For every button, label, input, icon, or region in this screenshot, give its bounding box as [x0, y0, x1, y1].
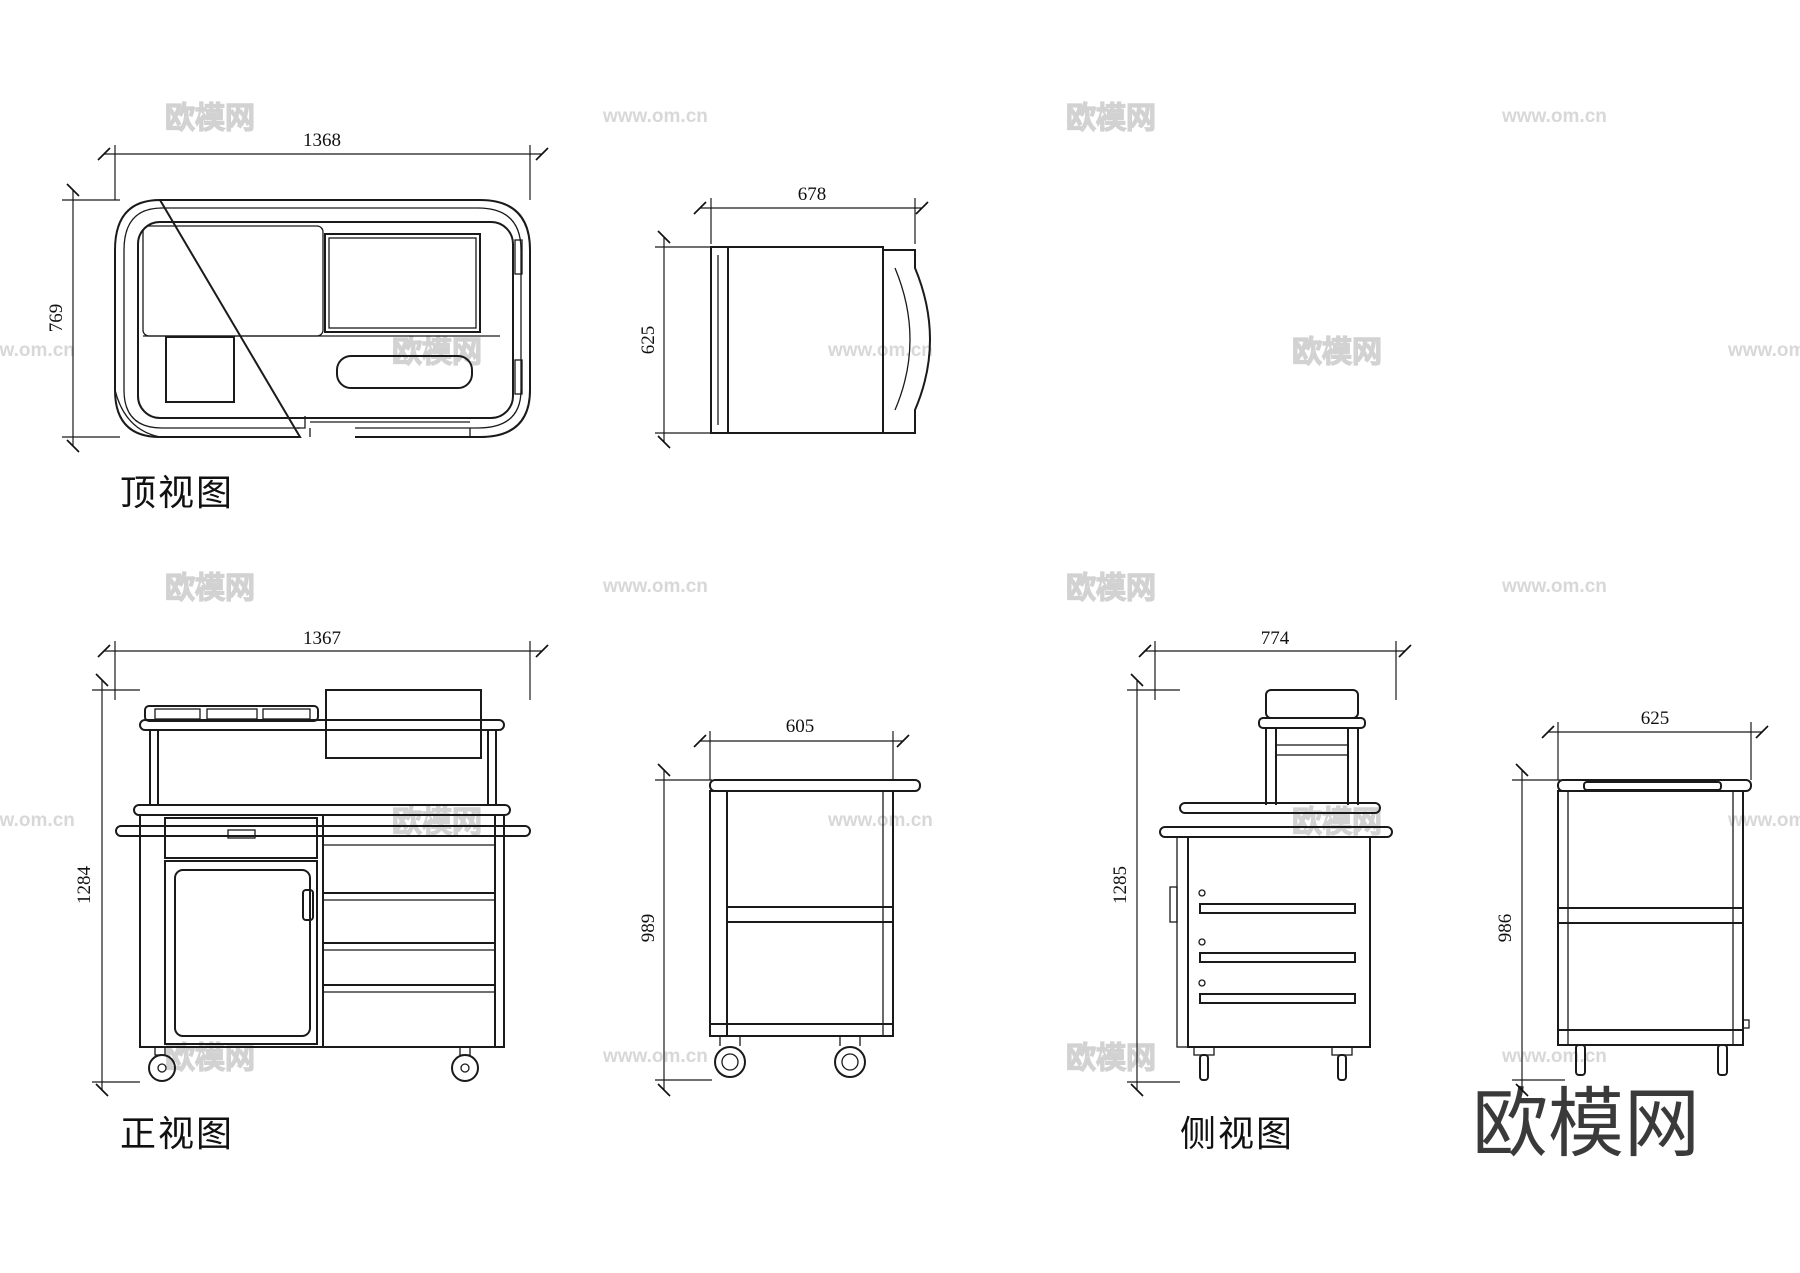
side-view: 774 1285 — [1110, 628, 1412, 1097]
watermark-url: www.om.cn — [1501, 576, 1607, 597]
watermark-layer: 欧模网 www.om.cn 欧模网 www.om.cn 欧模网 www.om.c… — [0, 100, 1800, 1168]
dim-top-side-depth: 625 — [638, 326, 659, 355]
dim-side-back-width: 625 — [1641, 708, 1670, 729]
watermark-url: www.om.cn — [827, 340, 933, 361]
watermark-url: www.om.cn — [602, 576, 708, 597]
watermark-url: www.om.cn — [602, 1046, 708, 1067]
watermark-url: www.om.cn — [0, 810, 75, 831]
front-side-view: 605 989 — [638, 716, 921, 1097]
watermark-brand: 欧模网 — [1292, 805, 1382, 840]
dim-side-width: 774 — [1261, 628, 1290, 649]
watermark-brand: 欧模网 — [165, 571, 255, 606]
dim-front-width: 1367 — [303, 628, 341, 649]
front-view: 1367 1284 — [74, 628, 549, 1097]
dim-front-side-height: 989 — [638, 914, 659, 943]
top-view: 1368 769 — [46, 130, 549, 453]
watermark-url: www.om.cn — [1501, 106, 1607, 127]
dim-top-side-width: 678 — [798, 184, 827, 205]
dim-side-back-height: 986 — [1495, 914, 1516, 943]
watermark-url: www.om.cn — [1727, 810, 1800, 831]
watermark-url: www.om.cn — [827, 810, 933, 831]
caption-side-view: 侧视图 — [1180, 1114, 1294, 1155]
top-side-view: 678 625 — [638, 184, 931, 449]
watermark-brand: 欧模网 — [1066, 101, 1156, 136]
dim-front-height: 1284 — [74, 866, 95, 905]
watermark-brand: 欧模网 — [392, 805, 482, 840]
watermark-url: www.om.cn — [0, 340, 75, 361]
side-back-view: 625 986 — [1495, 708, 1769, 1097]
watermark-brand: 欧模网 — [1292, 335, 1382, 370]
dim-top-depth: 769 — [46, 304, 67, 333]
dim-front-side-width: 605 — [786, 716, 815, 737]
watermark-url: www.om.cn — [1501, 1046, 1607, 1067]
watermark-url: www.om.cn — [1727, 340, 1800, 361]
caption-top-view: 顶视图 — [120, 473, 234, 514]
watermark-brand: 欧模网 — [1066, 571, 1156, 606]
watermark-url: www.om.cn — [602, 106, 708, 127]
watermark-brand: 欧模网 — [392, 335, 482, 370]
dim-top-width: 1368 — [303, 130, 341, 151]
watermark-logo: 欧模网 — [1472, 1079, 1700, 1168]
dim-side-height: 1285 — [1110, 866, 1131, 904]
watermark-brand: 欧模网 — [165, 101, 255, 136]
watermark-brand: 欧模网 — [1066, 1041, 1156, 1076]
caption-front-view: 正视图 — [120, 1114, 234, 1155]
